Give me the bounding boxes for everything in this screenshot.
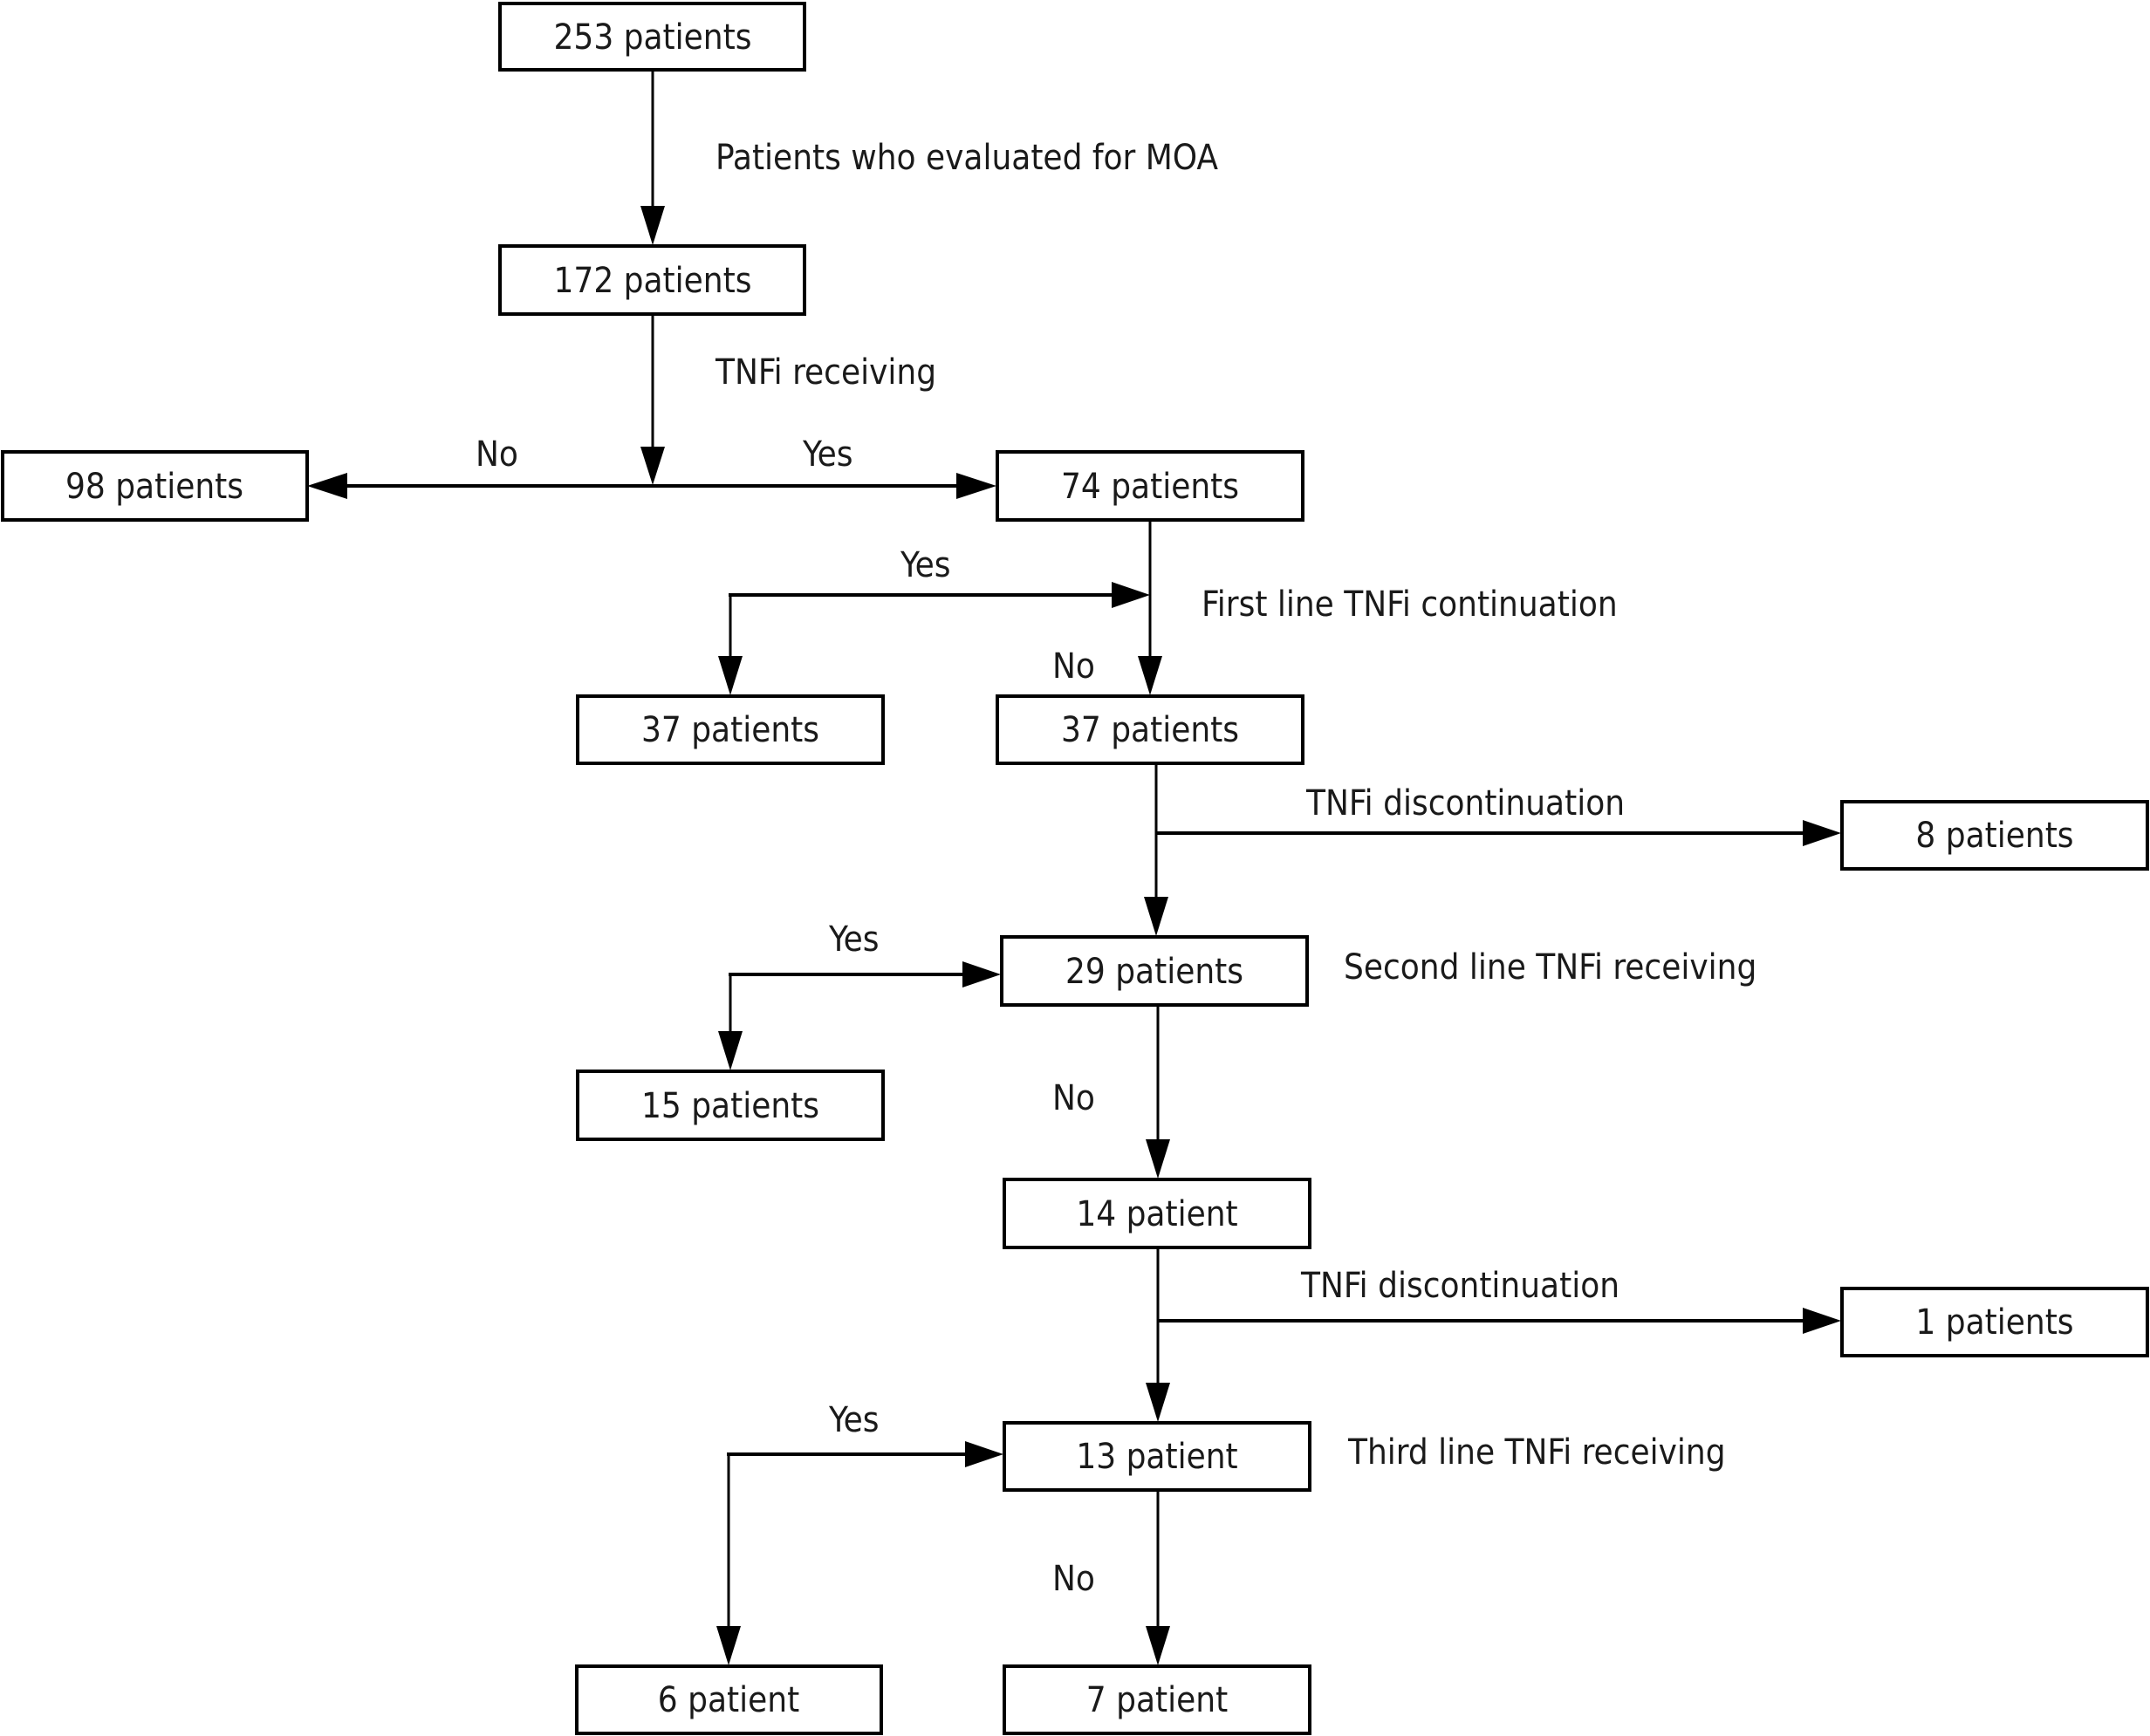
node-98: 98 patients — [1, 450, 309, 522]
branch-label-yes: Yes — [828, 919, 880, 960]
arrowhead-right-icon — [1803, 1308, 1841, 1334]
branch-label-yes: Yes — [802, 434, 853, 475]
step-label-moa: Patients who evaluated for MOA — [716, 138, 1218, 178]
arrowhead-down-icon — [716, 1626, 741, 1665]
node-label: 15 patients — [641, 1086, 819, 1126]
branch-label-yes: Yes — [900, 545, 951, 585]
node-14: 14 patient — [1003, 1178, 1311, 1249]
node-label: 74 patients — [1061, 467, 1239, 507]
node-1: 1 patients — [1840, 1287, 2149, 1357]
branch-label-no: No — [1052, 1559, 1095, 1599]
step-label-third-line: Third line TNFi receiving — [1347, 1432, 1726, 1473]
node-label: 7 patient — [1086, 1680, 1228, 1720]
branch-label-no: No — [476, 434, 518, 475]
node-8: 8 patients — [1840, 800, 2149, 871]
step-label-discontinuation-1: TNFi discontinuation — [1305, 783, 1625, 824]
node-6: 6 patient — [575, 1664, 883, 1735]
node-label: 172 patients — [554, 261, 752, 301]
step-label-second-line: Second line TNFi receiving — [1344, 947, 1756, 988]
node-37-not-continued: 37 patients — [996, 694, 1304, 765]
arrowhead-right-icon — [956, 473, 996, 499]
node-label: 253 patients — [554, 17, 752, 58]
step-label-first-line: First line TNFi continuation — [1202, 584, 1618, 625]
node-172: 172 patients — [498, 244, 806, 316]
arrowhead-right-icon — [1112, 582, 1150, 608]
node-15: 15 patients — [576, 1070, 885, 1141]
node-label: 6 patient — [658, 1680, 799, 1720]
arrowhead-down-icon — [1144, 897, 1168, 936]
node-label: 13 patient — [1076, 1437, 1237, 1477]
node-7: 7 patient — [1003, 1664, 1311, 1735]
node-13: 13 patient — [1003, 1421, 1311, 1492]
branch-label-yes: Yes — [828, 1400, 880, 1440]
branch-label-no: No — [1052, 646, 1095, 687]
arrowhead-down-icon — [640, 447, 665, 485]
arrowhead-down-icon — [1138, 656, 1162, 695]
arrowhead-right-icon — [962, 961, 1001, 988]
arrowhead-down-icon — [1146, 1626, 1170, 1665]
node-29: 29 patients — [1000, 935, 1309, 1007]
node-label: 29 patients — [1065, 952, 1243, 992]
arrowhead-down-icon — [640, 206, 665, 245]
step-label-discontinuation-2: TNFi discontinuation — [1300, 1266, 1619, 1306]
node-74: 74 patients — [996, 450, 1304, 522]
arrowhead-down-icon — [1146, 1139, 1170, 1179]
node-37-continued: 37 patients — [576, 694, 885, 765]
arrowhead-right-icon — [1803, 820, 1841, 846]
node-label: 37 patients — [1061, 710, 1239, 750]
branch-label-no: No — [1052, 1078, 1095, 1118]
node-253: 253 patients — [498, 2, 806, 72]
arrowhead-down-icon — [718, 656, 743, 695]
arrowhead-right-icon — [965, 1441, 1003, 1467]
arrowhead-left-icon — [307, 473, 347, 499]
node-label: 1 patients — [1915, 1302, 2073, 1343]
arrowhead-down-icon — [1146, 1383, 1170, 1422]
step-label-tnfi-receiving: TNFi receiving — [715, 352, 936, 393]
node-label: 14 patient — [1076, 1194, 1237, 1234]
node-label: 37 patients — [641, 710, 819, 750]
node-label: 8 patients — [1915, 816, 2073, 856]
node-label: 98 patients — [65, 467, 243, 507]
arrowhead-down-icon — [718, 1031, 743, 1070]
